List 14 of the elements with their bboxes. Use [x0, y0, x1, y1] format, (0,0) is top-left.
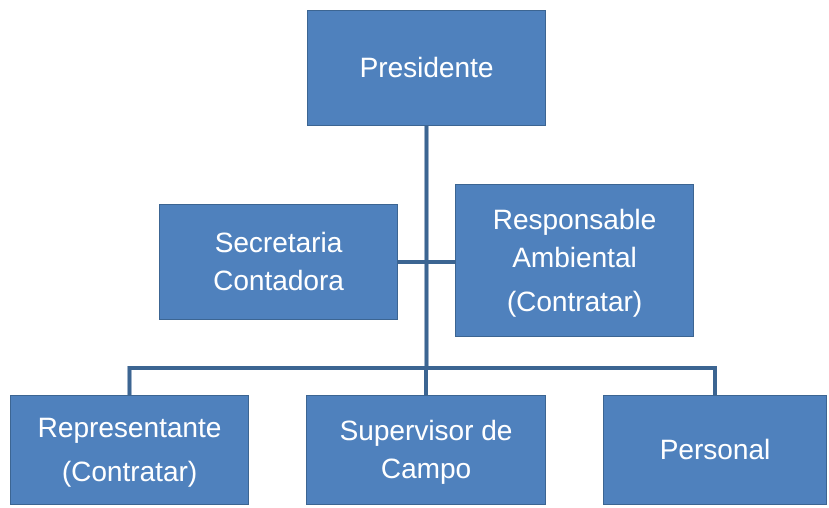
org-box	[455, 184, 694, 337]
org-box	[10, 395, 249, 505]
box-label: Personal	[660, 433, 770, 467]
org-box	[306, 395, 546, 505]
org-box	[603, 395, 827, 505]
box-label: Secretaria Contadora	[212, 226, 345, 298]
box-label: (Contratar)	[62, 455, 198, 489]
box-label: Supervisor de Campo	[338, 414, 514, 486]
box-label: (Contratar)	[506, 284, 642, 319]
box-label: Presidente	[360, 51, 494, 85]
box-label: Responsable Ambiental	[492, 202, 658, 274]
org-box	[159, 204, 398, 320]
box-label: Representante	[38, 411, 222, 445]
org-box	[307, 10, 546, 126]
